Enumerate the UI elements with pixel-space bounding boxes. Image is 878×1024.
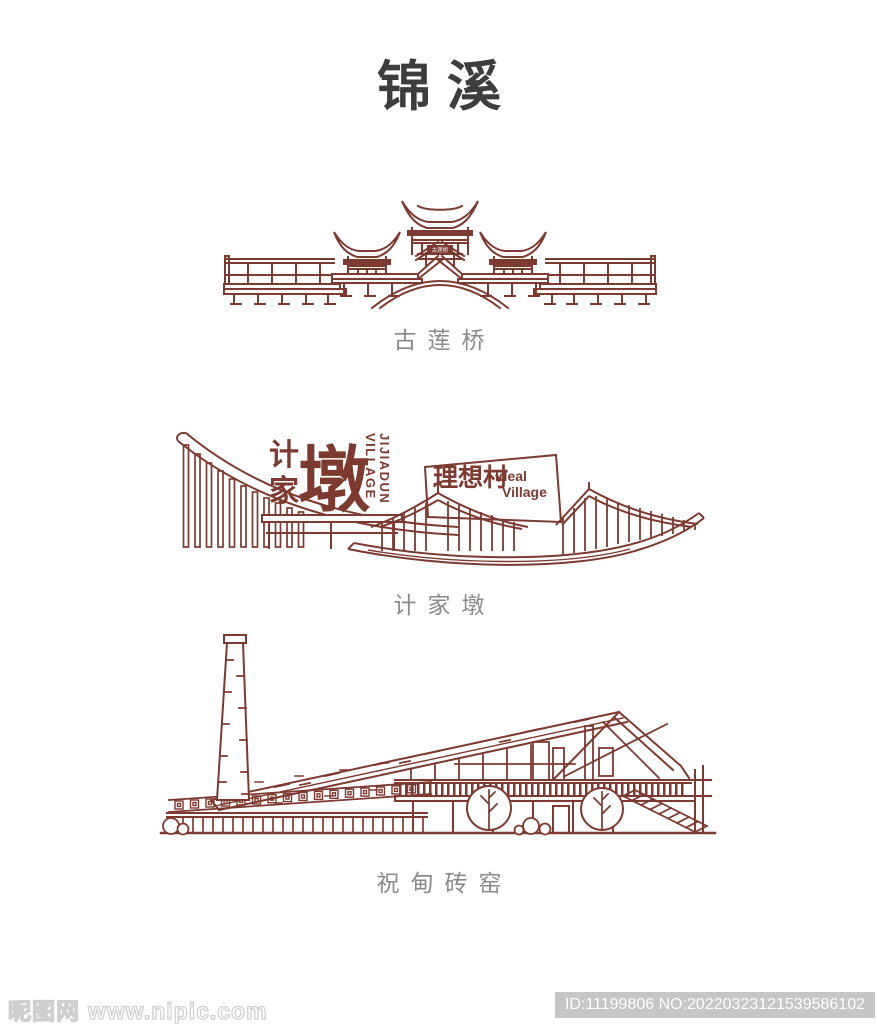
site-url: www.nipic.com [87, 997, 268, 1024]
central-pavilion: 古莲桥 [401, 200, 479, 260]
sign-cn-big: 墩 [298, 441, 370, 521]
bridge-left-half [223, 231, 444, 305]
jijiadun-sign-text: 计 家 墩 VILLAGE JIJIADUN 理想村 Ideal Village [269, 433, 547, 521]
middle-roof [370, 483, 529, 551]
stone-balls [162, 817, 552, 836]
jijiadun-caption: 计家墩 [393, 592, 496, 618]
page-title: 锦溪 [377, 54, 517, 118]
site-watermark: 昵图网 www.nipic.com [7, 992, 268, 1024]
jijiadun-illustration: 计 家 墩 VILLAGE JIJIADUN 理想村 Ideal Village [166, 421, 706, 576]
bridge-arch [370, 280, 510, 310]
tree-icon [580, 787, 624, 831]
right-roof [555, 482, 699, 555]
bridge-plaque [427, 245, 453, 254]
kiln-caption: 祝甸砖窑 [376, 870, 513, 896]
tree-icon [466, 785, 512, 831]
site-logo: 昵图网 [7, 997, 80, 1024]
kiln-windows [168, 781, 432, 813]
kiln-drawing [159, 634, 717, 836]
fence [166, 812, 428, 834]
walkway [347, 512, 705, 566]
sign-cn-bottom: 家 [269, 475, 299, 508]
door [552, 805, 570, 834]
sign-en-village: VILLAGE [363, 433, 378, 500]
image-id-badge: ID:11199806 NO:20220323121539586102 [554, 992, 875, 1018]
chimney [215, 634, 251, 801]
sign-en-jijiadun: JIJIADUN [377, 433, 392, 504]
board-cn: 理想村 [433, 464, 508, 492]
bridge-plaque-text: 古莲桥 [432, 246, 449, 254]
bridge-illustration: 古莲桥 [222, 196, 658, 325]
long-roof [209, 710, 629, 812]
kiln-illustration [155, 630, 733, 850]
bridge-drawing: 古莲桥 [223, 200, 657, 310]
bridge-caption: 古莲桥 [393, 327, 496, 353]
sign-cn-top: 计 [269, 439, 299, 472]
right-columns [690, 765, 712, 834]
side-pavilion [333, 231, 401, 275]
board-en-2: Village [502, 484, 547, 500]
board-en-1: Ideal [495, 468, 527, 484]
stairs [621, 788, 709, 834]
jijiadun-drawing: 计 家 墩 VILLAGE JIJIADUN 理想村 Ideal Village [176, 431, 705, 566]
deck-railing [394, 779, 696, 802]
